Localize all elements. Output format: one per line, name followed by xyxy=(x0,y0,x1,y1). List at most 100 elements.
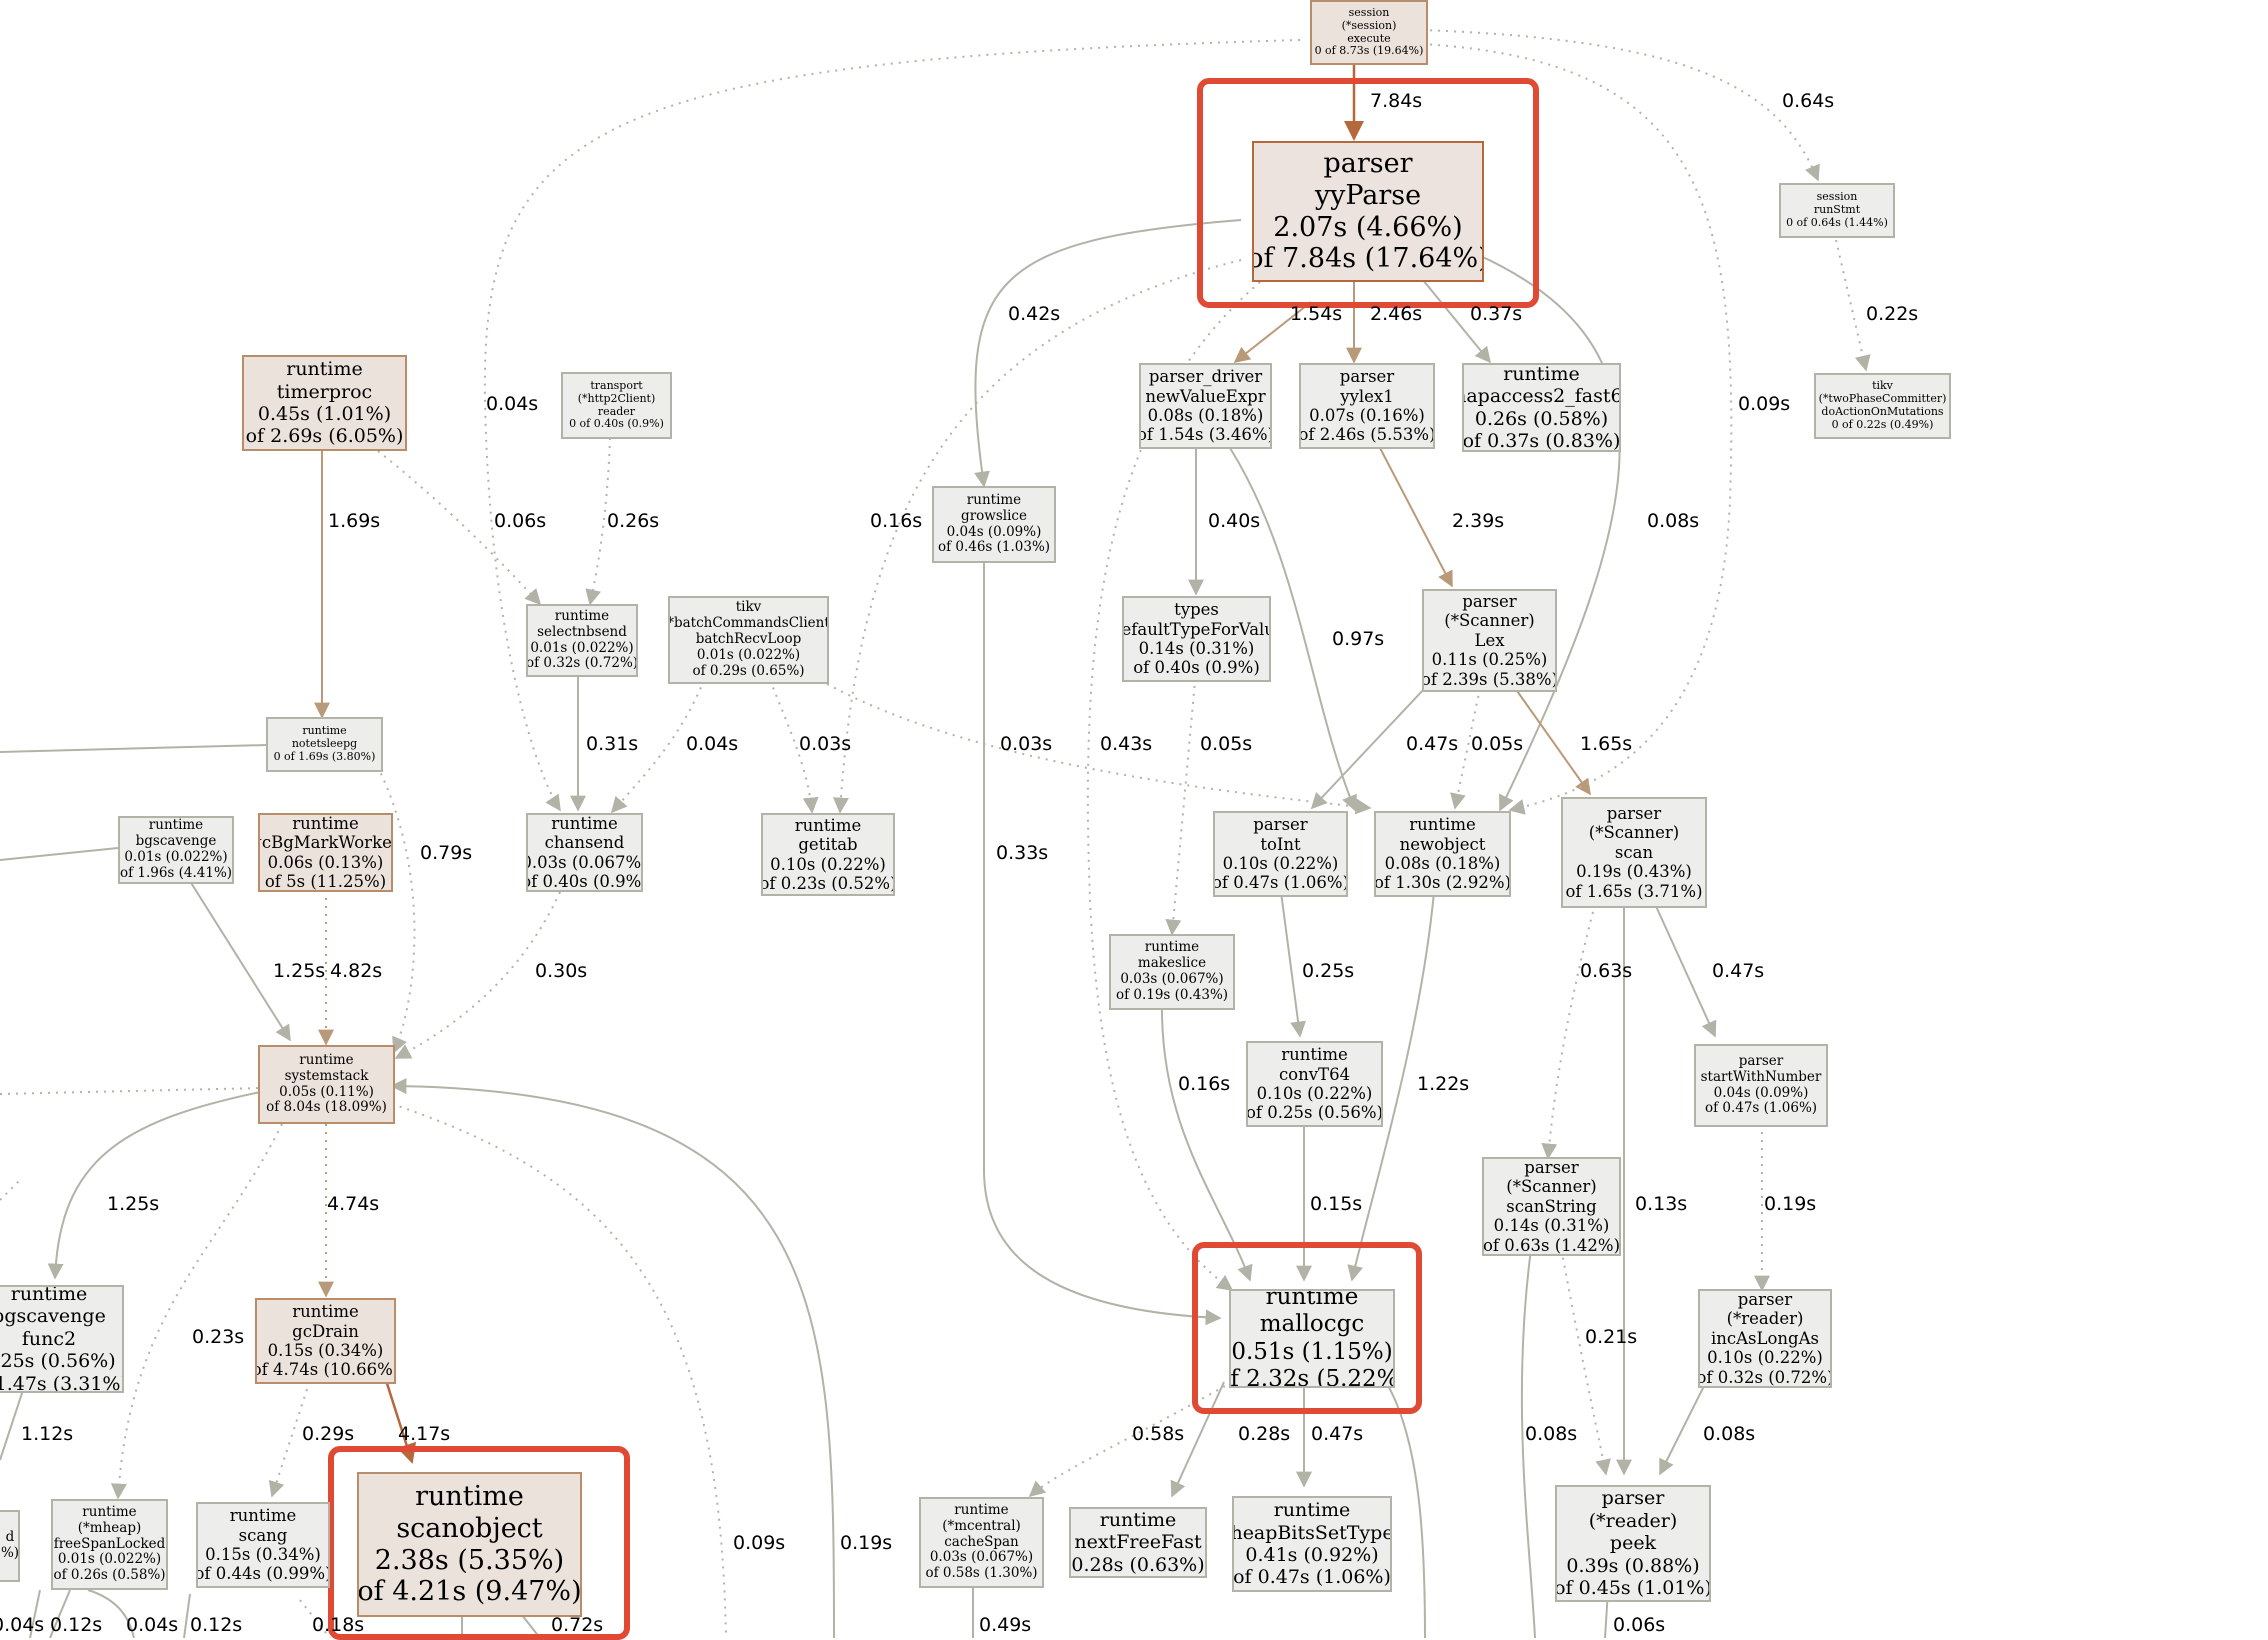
node-runtime-notetsleepg[interactable]: runtime notetsleepg 0 of 1.69s (3.80%) xyxy=(266,717,383,772)
node-line: 0 of 0.64s (1.44%) xyxy=(1786,215,1888,229)
node-line: startWithNumber xyxy=(1700,1068,1822,1085)
node-line: (*Scanner) xyxy=(1588,823,1680,843)
node-line: 0.41s (0.92%) xyxy=(1245,1544,1379,1566)
node-parser-toint[interactable]: parser toInt 0.10s (0.22%) of 0.47s (1.0… xyxy=(1213,811,1348,897)
node-runtime-selectnbsend[interactable]: runtime selectnbsend 0.01s (0.022%) of 0… xyxy=(526,604,638,677)
node-runtime-bgscavenge[interactable]: runtime bgscavenge 0.01s (0.022%) of 1.9… xyxy=(118,816,234,884)
node-parser-startwithnumber[interactable]: parser startWithNumber 0.04s (0.09%) of … xyxy=(1694,1044,1828,1127)
node-runtime-timerproc[interactable]: runtime timerproc 0.45s (1.01%) of 2.69s… xyxy=(242,355,407,451)
edge-yyparse-growslice xyxy=(974,219,1242,488)
node-runtime-heapbitssettype[interactable]: runtime heapBitsSetType 0.41s (0.92%) of… xyxy=(1232,1496,1392,1592)
node-line: runtime xyxy=(551,813,618,833)
node-left-cut[interactable]: d %) xyxy=(0,1510,20,1582)
node-runtime-mcentral-cachespan[interactable]: runtime (*mcentral) cacheSpan 0.03s (0.0… xyxy=(919,1497,1044,1588)
node-line: runtime xyxy=(415,1480,524,1512)
node-line: incAsLongAs xyxy=(1711,1328,1819,1348)
node-line: parser xyxy=(1524,1157,1579,1177)
node-line: newValueExpr xyxy=(1145,386,1266,406)
node-line: runtime xyxy=(10,1285,88,1305)
node-runtime-bgscavenge-func2[interactable]: runtime bgscavenge func2 0.25s (0.56%) o… xyxy=(0,1285,124,1393)
node-parser-yylex1[interactable]: parser yylex1 0.07s (0.16%) of 2.46s (5.… xyxy=(1299,363,1435,449)
node-line: parser xyxy=(1738,1052,1784,1069)
node-runtime-makeslice[interactable]: runtime makeslice 0.03s (0.067%) of 0.19… xyxy=(1109,934,1235,1010)
node-parser-reader-incaslongas[interactable]: parser (*reader) incAsLongAs 0.10s (0.22… xyxy=(1698,1289,1832,1388)
node-line: Lex xyxy=(1474,630,1505,650)
edge-system-19 xyxy=(390,1078,835,1638)
edge-yyparse-map xyxy=(1422,279,1492,364)
highlight-mallocgc xyxy=(1192,1242,1422,1414)
edge-label: 0.47s xyxy=(1712,960,1765,982)
node-parser-driver-newvalueexpr[interactable]: parser_driver newValueExpr 0.08s (0.18%)… xyxy=(1139,363,1272,449)
node-runtime-chansend[interactable]: runtime chansend 0.03s (0.067%) of 0.40s… xyxy=(526,813,643,892)
edge-label: 0.09s xyxy=(1738,393,1791,415)
node-line: tikv xyxy=(735,599,762,616)
node-line: 0.03s (0.067%) xyxy=(526,852,643,872)
node-line: parser xyxy=(1253,815,1308,835)
edge-label: 0.03s xyxy=(799,733,852,755)
node-line: 0.04s (0.09%) xyxy=(946,523,1042,540)
node-line: 0.45s (1.01%) xyxy=(257,403,392,425)
node-runtime-mallocgc[interactable]: runtime mallocgc 0.51s (1.15%) of 2.32s … xyxy=(1229,1289,1395,1388)
node-runtime-gcbgmarkworker[interactable]: runtime gcBgMarkWorker 0.06s (0.13%) of … xyxy=(258,813,393,892)
edge-label: 0.21s xyxy=(1585,1326,1638,1348)
node-parser-scanner-lex[interactable]: parser (*Scanner) Lex 0.11s (0.25%) of 2… xyxy=(1422,589,1557,692)
edge-label: 0.19s xyxy=(1764,1193,1817,1215)
node-line: parser xyxy=(1606,803,1662,823)
node-runtime-nextfreefast[interactable]: runtime nextFreeFast 0.28s (0.63%) xyxy=(1069,1507,1207,1578)
node-line: of 0.46s (1.03%) xyxy=(937,539,1051,556)
node-line: 0.08s (0.18%) xyxy=(1384,854,1501,873)
node-line: 0.26s (0.58%) xyxy=(1474,407,1609,430)
node-line: of 2.69s (6.05%) xyxy=(245,425,404,448)
edge-label: 0.05s xyxy=(1200,733,1253,755)
node-session-execute[interactable]: session (*session) execute 0 of 8.73s (1… xyxy=(1310,0,1428,65)
edge-label: 1.54s xyxy=(1290,303,1343,325)
node-runtime-newobject[interactable]: runtime newobject 0.08s (0.18%) of 1.30s… xyxy=(1374,811,1511,897)
node-runtime-mapaccess2-fast64[interactable]: runtime mapaccess2_fast64 0.26s (0.58%) … xyxy=(1462,363,1621,452)
edge-label: 0.04s xyxy=(686,733,739,755)
edge-func2-b xyxy=(29,1589,41,1638)
edge-label: 0.37s xyxy=(1470,303,1523,325)
node-parser-scanner-scan[interactable]: parser (*Scanner) scan 0.19s (0.43%) of … xyxy=(1561,797,1707,908)
node-runtime-mheap-freespanlocked[interactable]: runtime (*mheap) freeSpanLocked 0.01s (0… xyxy=(51,1499,168,1590)
node-parser-scanner-scanstring[interactable]: parser (*Scanner) scanString 0.14s (0.31… xyxy=(1482,1157,1621,1256)
edge-tikv-chansend xyxy=(610,679,705,814)
edge-notet-systemstack xyxy=(369,751,416,1054)
node-session-runstmt[interactable]: session runStmt 0 of 0.64s (1.44%) xyxy=(1779,183,1895,238)
node-transport-reader[interactable]: transport (*http2Client) reader 0 of 0.4… xyxy=(561,372,672,439)
node-line: newobject xyxy=(1399,834,1486,854)
node-line: scanString xyxy=(1506,1196,1597,1216)
node-parser-reader-peek[interactable]: parser (*reader) peek 0.39s (0.88%) of 0… xyxy=(1555,1485,1711,1602)
node-line: nextFreeFast xyxy=(1074,1531,1202,1554)
edge-label: 0.31s xyxy=(586,733,639,755)
node-line: runtime xyxy=(299,1051,354,1068)
node-runtime-scanobject[interactable]: runtime scanobject 2.38s (5.35%) of 4.21… xyxy=(357,1472,582,1617)
node-line: 0.04s (0.09%) xyxy=(1713,1084,1809,1101)
node-runtime-systemstack[interactable]: runtime systemstack 0.05s (0.11%) of 8.0… xyxy=(258,1045,395,1124)
node-line: 2.38s (5.35%) xyxy=(374,1544,565,1576)
node-runtime-growslice[interactable]: runtime growslice 0.04s (0.09%) of 0.46s… xyxy=(932,486,1056,563)
node-line: 0.08s (0.18%) xyxy=(1147,406,1264,425)
node-runtime-convt64[interactable]: runtime convT64 0.10s (0.22%) of 0.25s (… xyxy=(1246,1041,1383,1127)
node-line: (*http2Client) xyxy=(577,391,656,405)
edge-label: 0.43s xyxy=(1100,733,1153,755)
node-types-defaulttypeforvalue[interactable]: types DefaultTypeForValue 0.14s (0.31%) … xyxy=(1122,596,1271,682)
edge-label: 4.74s xyxy=(327,1193,380,1215)
node-line: (*reader) xyxy=(1588,1509,1678,1532)
node-line: heapBitsSetType xyxy=(1232,1521,1392,1544)
node-parser-yyparse[interactable]: parser yyParse 2.07s (4.66%) of 7.84s (1… xyxy=(1252,141,1484,282)
node-line: runtime xyxy=(1281,1045,1348,1065)
edge-label: 0.04s xyxy=(126,1614,179,1636)
node-runtime-gcdrain[interactable]: runtime gcDrain 0.15s (0.34%) of 4.74s (… xyxy=(255,1298,396,1384)
node-line: of 8.04s (18.09%) xyxy=(266,1099,387,1116)
node-tikv-batchrecvloop[interactable]: tikv (*batchCommandsClient) batchRecvLoo… xyxy=(668,596,829,684)
node-runtime-scang[interactable]: runtime scang 0.15s (0.34%) of 0.44s (0.… xyxy=(196,1502,330,1588)
node-runtime-getitab[interactable]: runtime getitab 0.10s (0.22%) of 0.23s (… xyxy=(761,813,895,896)
node-line: bgscavenge xyxy=(0,1305,106,1328)
edge-label: 2.39s xyxy=(1452,510,1505,532)
edge-label: 1.25s xyxy=(107,1193,160,1215)
node-line: 0.15s (0.34%) xyxy=(205,1545,321,1564)
node-tikv-doactiononmutations[interactable]: tikv (*twoPhaseCommitter) doActionOnMuta… xyxy=(1814,373,1951,439)
node-line: runtime xyxy=(292,1302,359,1322)
node-line: 0.01s (0.022%) xyxy=(57,1551,162,1568)
